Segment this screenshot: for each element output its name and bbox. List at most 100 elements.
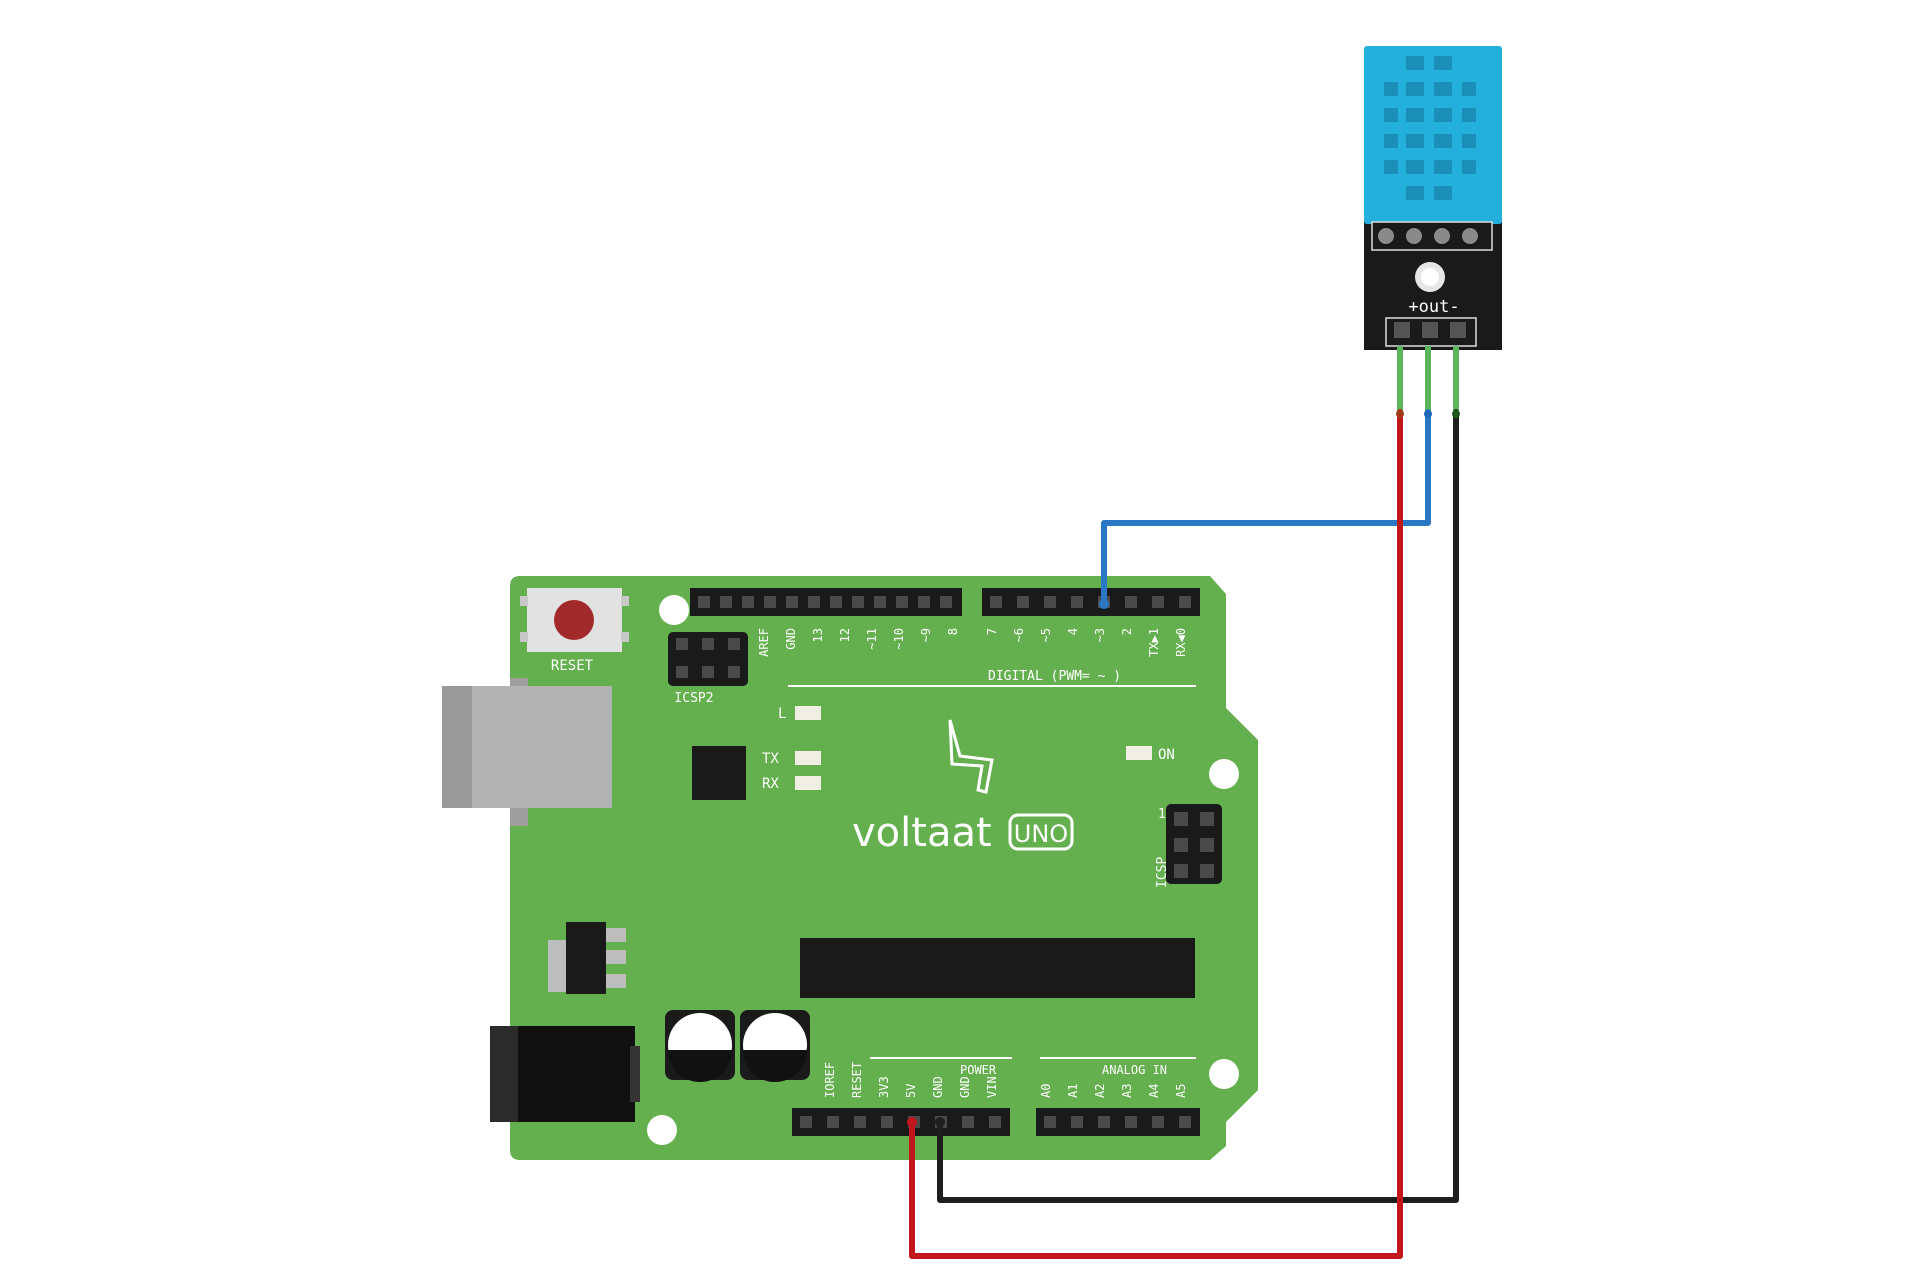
pin-label: A4 xyxy=(1147,1084,1161,1098)
sensor-pin-label: +out- xyxy=(1408,297,1459,317)
led-l xyxy=(795,706,821,720)
ground-wire[interactable] xyxy=(937,409,1459,1203)
vent-slot xyxy=(1434,56,1452,70)
vent-slot xyxy=(1434,108,1452,122)
reset-label: RESET xyxy=(551,658,594,674)
analog-header xyxy=(1036,1108,1200,1136)
header-pin[interactable] xyxy=(874,596,886,608)
header-pin[interactable] xyxy=(854,1116,866,1128)
header-pin[interactable] xyxy=(830,596,842,608)
header-pin[interactable] xyxy=(1071,596,1083,608)
header-pin[interactable] xyxy=(989,1116,1001,1128)
header-pin[interactable] xyxy=(720,596,732,608)
header-pin[interactable] xyxy=(990,596,1002,608)
pin-label: GND xyxy=(958,1076,972,1098)
icsp-label: ICSP xyxy=(1155,857,1170,888)
pin-label: 13 xyxy=(811,628,825,642)
header-pin[interactable] xyxy=(1179,596,1191,608)
header-pin[interactable] xyxy=(742,596,754,608)
pin-label: RX◀0 xyxy=(1174,628,1188,657)
header-pin[interactable] xyxy=(940,596,952,608)
vent-slot xyxy=(1384,82,1398,96)
header-pin[interactable] xyxy=(827,1116,839,1128)
header-pin[interactable] xyxy=(896,596,908,608)
wires xyxy=(907,346,1460,1259)
icsp2-label: ICSP2 xyxy=(674,691,713,706)
pin-label: 12 xyxy=(838,628,852,642)
arduino-board: RESET ICSP2 L TX RX ON xyxy=(442,576,1258,1160)
pin-label: IOREF xyxy=(823,1062,837,1098)
header-pin[interactable] xyxy=(852,596,864,608)
mount-hole xyxy=(647,1115,677,1145)
sensor-vent-grid xyxy=(1384,56,1476,200)
pin-label: A1 xyxy=(1066,1084,1080,1098)
header-pin[interactable] xyxy=(962,1116,974,1128)
pin-label: AREF xyxy=(757,628,771,657)
model-badge xyxy=(1008,813,1074,851)
analog-label: ANALOG IN xyxy=(1102,1063,1167,1077)
vent-slot xyxy=(1434,82,1452,96)
led-tx-label: TX xyxy=(762,751,779,767)
power-header xyxy=(792,1108,1010,1136)
pin-label: 8 xyxy=(946,628,960,635)
header-pin[interactable] xyxy=(1044,596,1056,608)
dc-power-jack xyxy=(490,1026,640,1122)
header-pin[interactable] xyxy=(1125,1116,1137,1128)
pin-label: RESET xyxy=(850,1062,864,1098)
header-pin[interactable] xyxy=(1044,1116,1056,1128)
capacitor xyxy=(665,1010,735,1082)
signal-wire[interactable] xyxy=(1101,409,1431,607)
header-pin[interactable] xyxy=(918,596,930,608)
header-pin[interactable] xyxy=(1071,1116,1083,1128)
pin-label: GND xyxy=(931,1076,945,1098)
digital-label: DIGITAL (PWM= ~ ) xyxy=(988,669,1121,684)
usb-controller-chip xyxy=(692,746,746,800)
pin-label: VIN xyxy=(985,1076,999,1098)
pin-label: 7 xyxy=(985,628,999,635)
header-pin[interactable] xyxy=(698,596,710,608)
led-on xyxy=(1126,746,1152,760)
mount-hole xyxy=(1209,759,1239,789)
vent-slot xyxy=(1434,134,1452,148)
reset-button[interactable] xyxy=(520,588,629,652)
vent-slot xyxy=(1434,160,1452,174)
vent-slot xyxy=(1406,56,1424,70)
pin-label: 5V xyxy=(904,1084,918,1098)
led-tx xyxy=(795,751,821,765)
header-pin[interactable] xyxy=(1098,1116,1110,1128)
pin-label: 4 xyxy=(1066,628,1080,635)
pin-label: A2 xyxy=(1093,1084,1107,1098)
header-pin[interactable] xyxy=(764,596,776,608)
vent-slot xyxy=(1462,134,1476,148)
usb-port xyxy=(442,678,612,826)
vent-slot xyxy=(1406,134,1424,148)
header-pin[interactable] xyxy=(1152,596,1164,608)
header-pin[interactable] xyxy=(1179,1116,1191,1128)
header-pin[interactable] xyxy=(1125,596,1137,608)
digital-header-left xyxy=(690,588,962,616)
digital-header-right xyxy=(982,588,1200,616)
header-pin[interactable] xyxy=(808,596,820,608)
header-pin[interactable] xyxy=(800,1116,812,1128)
header-pin[interactable] xyxy=(786,596,798,608)
pin-label: ~11 xyxy=(865,628,879,650)
icsp2-header xyxy=(668,632,748,686)
header-pin[interactable] xyxy=(1152,1116,1164,1128)
led-rx-label: RX xyxy=(762,776,779,792)
mount-hole xyxy=(659,595,689,625)
header-pin[interactable] xyxy=(881,1116,893,1128)
vent-slot xyxy=(1384,108,1398,122)
pin-label: ~3 xyxy=(1093,628,1107,642)
power-wire[interactable] xyxy=(909,409,1403,1259)
pin-label: 2 xyxy=(1120,628,1134,635)
microcontroller-chip xyxy=(800,938,1195,998)
header-pin[interactable] xyxy=(1017,596,1029,608)
icsp-pin1-label: 1 xyxy=(1158,807,1166,822)
brand-name: voltaat xyxy=(852,810,992,856)
icsp-header xyxy=(1166,804,1222,884)
dht-sensor-module: +out- xyxy=(1364,46,1502,350)
